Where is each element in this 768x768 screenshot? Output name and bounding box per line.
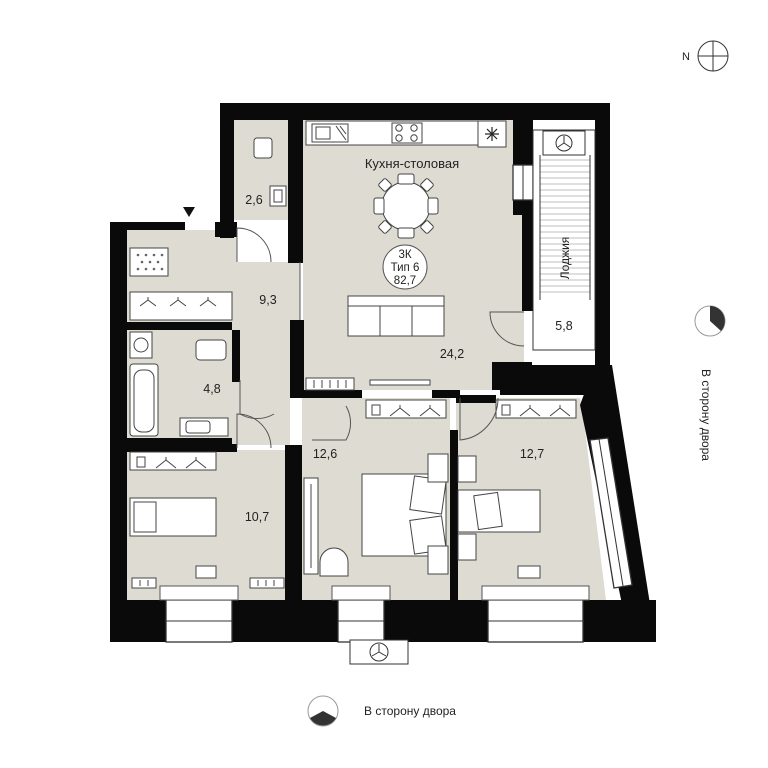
sofa [347,295,445,337]
small-bathroom-fixtures [253,137,287,207]
bedroom-right-fixtures [457,399,577,579]
hall-fill [127,230,300,445]
door-bedroom-left [236,413,272,449]
door-loggia [489,311,525,347]
orientation-side-label: В сторону двора [699,369,713,461]
area-small-bathroom: 2,6 [245,193,262,207]
area-loggia: 5,8 [555,319,572,333]
bedroom-left-fixtures [129,451,285,589]
area-bathroom: 4,8 [203,382,220,396]
apartment-rooms-code: 3К [398,249,411,261]
area-bedroom-right: 12,7 [520,447,544,461]
orientation-icon [694,305,726,337]
apartment-type: Тип 6 [391,262,420,274]
snowflake-icon [485,127,499,141]
kitchen-fixtures [305,120,507,148]
orientation-icon [307,695,339,727]
area-bedroom-middle: 12,6 [313,447,337,461]
area-hall: 9,3 [259,293,276,307]
loggia-label: Лоджия [558,237,572,280]
walls [110,103,656,642]
fan-icon [349,639,409,665]
tv-stand [369,379,431,386]
entrance-arrow-icon [183,207,195,217]
bedroom-middle-fixtures [303,399,449,577]
area-living: 24,2 [440,347,464,361]
compass-icon [697,40,729,72]
sill-left [159,585,239,601]
dining-table [373,173,439,239]
orientation-bottom-label: В сторону двора [364,704,456,718]
loggia-hatching [540,159,590,293]
fan-icon [542,130,586,156]
door-small-bathroom [236,227,272,263]
kitchen-label: Кухня-столовая [365,156,459,171]
apartment-total-area: 82,7 [394,275,416,287]
hall-fixtures [129,247,233,321]
sill-right [481,585,590,601]
hall-wardrobe [129,291,233,321]
living-shelf [305,377,355,391]
loggia [532,129,596,351]
door-bedroom-middle [312,405,352,441]
area-bedroom-left: 10,7 [245,510,269,524]
sill-middle [331,585,391,601]
apartment-badge [382,244,428,290]
door-bedroom-right [459,397,499,441]
compass-north-label: N [682,51,690,63]
bathroom-fixtures [129,331,229,437]
doors [236,227,525,449]
